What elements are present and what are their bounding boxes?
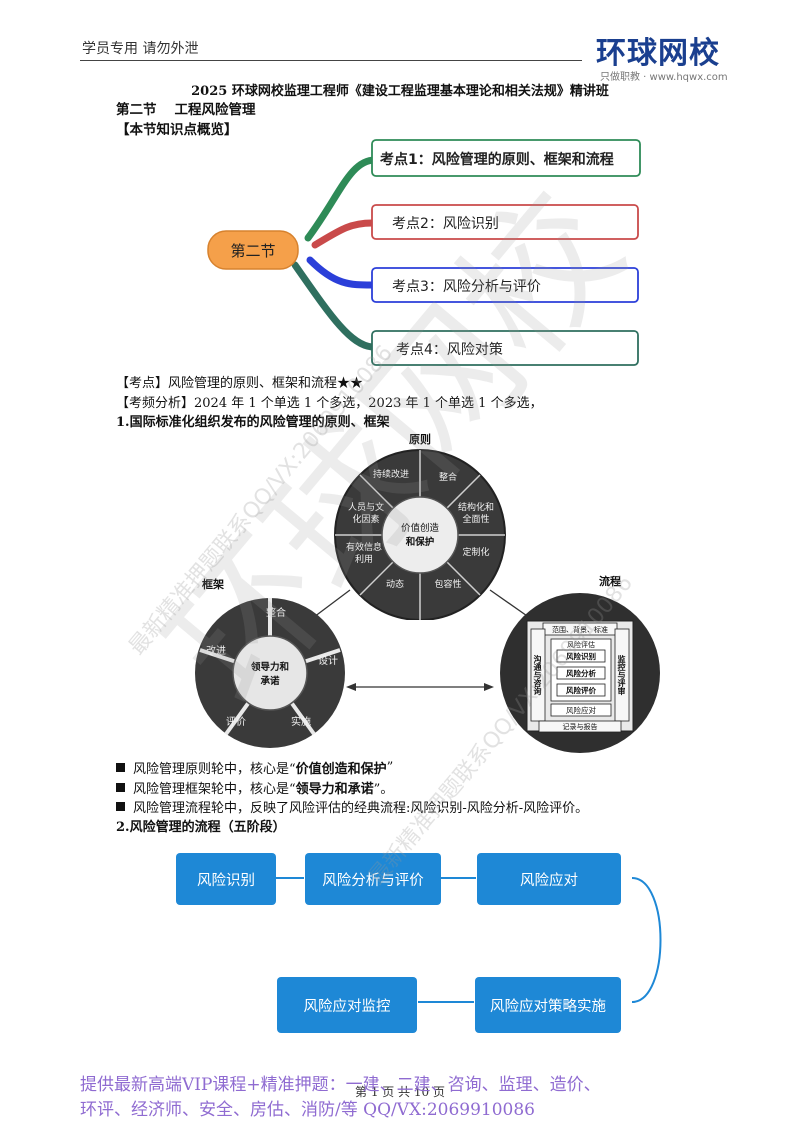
principle-seg-7b: 利用 <box>355 553 373 565</box>
process-step-3: 风险评价 <box>566 685 596 695</box>
process-step-1: 风险识别 <box>566 651 596 661</box>
header-divider <box>80 60 582 61</box>
kaodian-line: 【考点】风险管理的原则、框架和流程★★ <box>116 376 364 391</box>
mindmap-node-4 <box>371 330 639 366</box>
heading-2: 2.风险管理的流程（五阶段） <box>116 820 286 835</box>
bullet-item-1: 风险管理原则轮中，核心是“价值创造和保护” <box>116 758 393 777</box>
brand-tagline: 只做职教 · www.hqwx.com <box>600 72 728 83</box>
principle-seg-8a: 人员与文 <box>348 501 384 513</box>
footer-promo-line1: 提供最新高端VIP课程+精准押题：一建、二建、咨询、监理、造价、 <box>80 1075 601 1095</box>
brand-logo: 环球网校 <box>596 36 720 71</box>
flow-connectors <box>274 877 662 1003</box>
principle-seg-5: 包容性 <box>434 578 461 590</box>
process-scope: 范围、背景、标准 <box>552 625 608 634</box>
flow-step-2: 风险分析与评价 <box>305 853 441 905</box>
bullet-square-icon <box>116 802 125 811</box>
mindmap-center-label: 第二节 <box>230 242 275 260</box>
mindmap-node-2-label: 考点2：风险识别 <box>392 216 499 232</box>
framework-core-line2: 承诺 <box>260 675 280 687</box>
mindmap-node-3 <box>371 267 639 303</box>
framework-seg-2: 设计 <box>318 654 338 667</box>
mindmap-node-1 <box>371 139 641 177</box>
principles-core-line2: 和保护 <box>405 536 435 548</box>
process-record: 记录与报告 <box>563 722 598 731</box>
framework-seg-3: 实施 <box>291 715 311 728</box>
framework-seg-4: 评价 <box>226 716 246 728</box>
mindmap-branch-2 <box>311 219 376 249</box>
principles-title: 原则 <box>409 433 431 446</box>
principle-seg-4: 定制化 <box>462 546 489 558</box>
mindmap-node-1-label: 考点1：风险管理的原则、框架和流程 <box>380 151 614 168</box>
process-right: 监控与评审 <box>617 654 627 696</box>
framework-seg-1: 整合 <box>266 606 286 619</box>
bullet-square-icon <box>116 783 125 792</box>
overview-label: 【本节知识点概览】 <box>116 122 238 138</box>
process-title: 流程 <box>599 574 621 588</box>
flow-step-3: 风险应对 <box>477 853 621 905</box>
process-step-2: 风险分析 <box>566 668 596 678</box>
section-heading: 第二节 工程风险管理 <box>116 98 274 118</box>
section-number: 第二节 <box>116 102 157 118</box>
framework-seg-5: 改进 <box>206 644 226 657</box>
mindmap-node-4-label: 考点4：风险对策 <box>396 341 503 358</box>
process-respond: 风险应对 <box>566 705 596 715</box>
principles-wheel: 原则 价值创造 和保护 持续改进 整合 结构化和 全面性 定制化 包容性 动态 … <box>334 433 506 620</box>
section-name: 工程风险管理 <box>174 102 256 118</box>
header-notice: 学员专用 请勿外泄 <box>82 41 199 57</box>
principle-seg-3b: 全面性 <box>462 513 489 525</box>
mindmap-node-3-label: 考点3：风险分析与评价 <box>392 279 541 295</box>
flow-step-1: 风险识别 <box>176 853 276 905</box>
principle-seg-6: 动态 <box>386 578 404 590</box>
mindmap-node-2 <box>371 204 639 240</box>
mindmap-diagram: 第二节 考点1：风险管理的原则、框架和流程 考点2：风险识别 考点3：风险分析与… <box>207 139 641 366</box>
process-wheel: 流程 范围、背景、标准 沟通与咨询 监控与评审 风险评估 风险识别 风险分析 风… <box>500 574 660 753</box>
bullet-item-2: 风险管理框架轮中，核心是“领导力和承诺”。 <box>116 778 393 797</box>
bullet-square-icon <box>116 763 125 772</box>
principle-seg-3a: 结构化和 <box>458 501 494 513</box>
principles-core-line1: 价值创造 <box>401 522 440 534</box>
mindmap-center-node <box>207 230 299 270</box>
principle-seg-8b: 化因素 <box>352 513 379 525</box>
flow-step-5: 风险应对监控 <box>277 977 417 1033</box>
principle-seg-7a: 有效信息 <box>346 541 382 553</box>
mindmap-branch-1 <box>304 156 379 242</box>
principles-core <box>381 496 459 574</box>
principle-seg-2: 整合 <box>439 471 457 483</box>
framework-title: 框架 <box>202 578 224 591</box>
kaopin-line: 【考频分析】2024 年 1 个单选 1 个多选，2023 年 1 个单选 1 … <box>116 396 543 411</box>
process-left: 沟通与咨询 <box>533 654 543 696</box>
document-title: 2025 环球网校监理工程师《建设工程监理基本理论和相关法规》精讲班 <box>191 84 609 99</box>
mindmap-branch-4 <box>291 261 376 351</box>
framework-core <box>232 635 308 711</box>
framework-core-line1: 领导力和 <box>251 661 289 673</box>
framework-wheel: 框架 领导力和 承诺 整合 设计 实施 评价 改进 <box>195 578 345 748</box>
principle-seg-1: 持续改进 <box>373 468 409 480</box>
process-assess-label: 风险评估 <box>567 640 595 649</box>
mindmap-branch-3 <box>306 256 376 289</box>
footer-promo-line2: 环评、经济师、安全、房估、消防/等 QQ/VX:2069910086 <box>80 1100 535 1120</box>
flow-step-4: 风险应对策略实施 <box>475 977 621 1033</box>
bullet-item-3: 风险管理流程轮中，反映了风险评估的经典流程:风险识别-风险分析-风险评价。 <box>116 797 588 816</box>
heading-1: 1.国际标准化组织发布的风险管理的原则、框架 <box>116 415 390 430</box>
page-number: 第 1 页 共 10 页 <box>355 1085 445 1099</box>
